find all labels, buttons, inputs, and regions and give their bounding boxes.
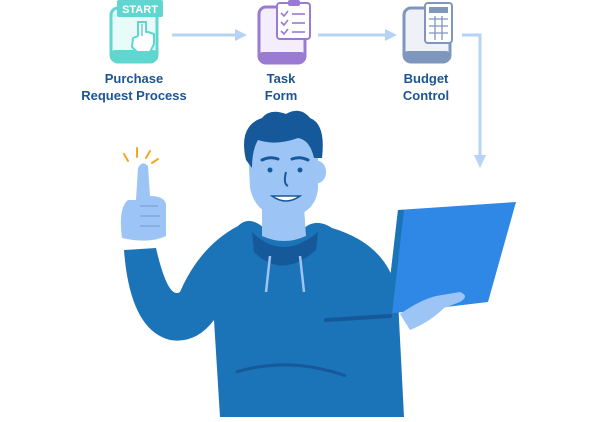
step-label-purchase-request: Purchase Request Process [54,70,214,104]
flow-arrow-1 [172,29,247,41]
step-label-line1: Purchase [104,71,164,86]
start-badge: START [117,0,163,17]
checklist-form-icon [257,0,311,65]
step-label-line2: Control [402,88,450,103]
hoodie [124,220,404,417]
pointing-hand-icon [131,21,155,53]
step-label-line1: Budget [403,71,449,86]
flow-arrow-3 [462,33,486,168]
flow-arrow-2 [318,29,397,41]
step-label-task-form: Task Form [201,70,361,104]
start-badge-label: START [122,4,158,16]
hair [244,110,323,168]
laptop-icon [324,202,516,322]
person-illustration [120,110,516,417]
step-label-line1: Task [266,71,296,86]
step-label-budget-control: Budget Control [346,70,506,104]
calculator-icon [402,2,453,64]
head [248,118,318,218]
step-label-line2: Request Process [81,88,187,103]
sparkle-icon [123,147,159,164]
thumbs-up-icon [120,163,166,241]
step-label-line2: Form [264,88,298,103]
